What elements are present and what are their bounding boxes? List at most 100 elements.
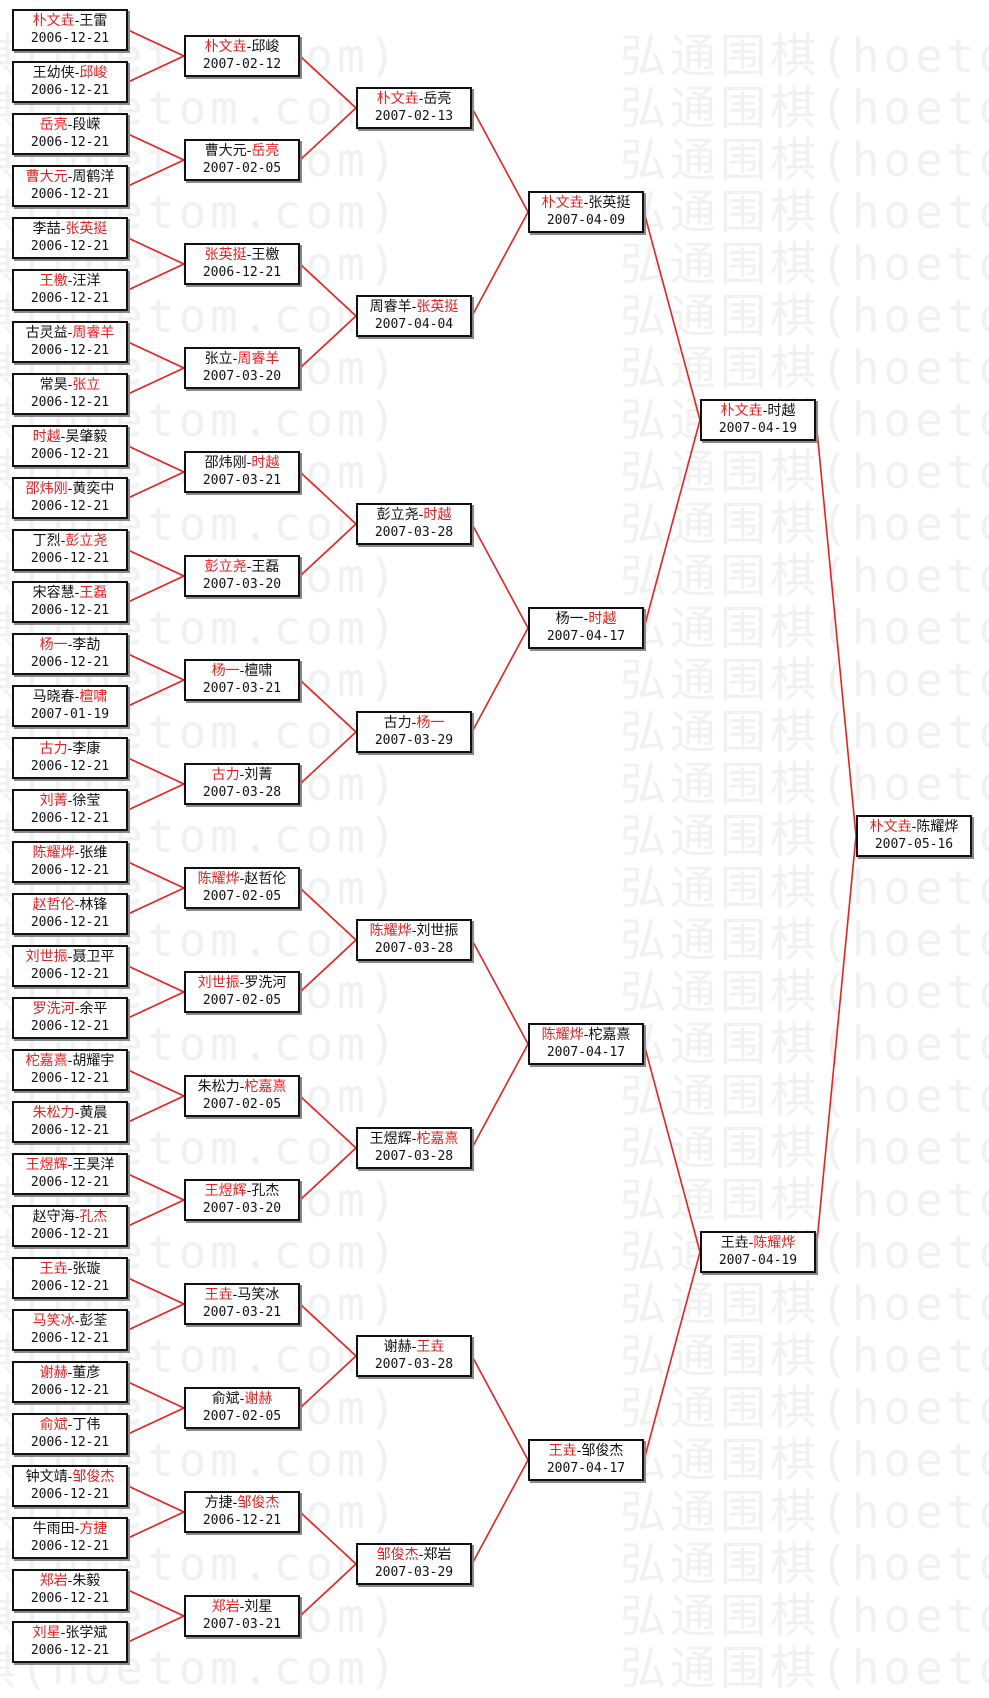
match-date: 2006-12-21	[30, 239, 110, 254]
player-name: 刘世振	[416, 923, 459, 939]
player-name: 马笑冰	[237, 1287, 280, 1303]
match-date: 2006-12-21	[30, 499, 110, 514]
match-date: 2007-03-28	[202, 785, 282, 800]
connector-line	[127, 237, 185, 265]
match-players: 朴文垚-张英挺	[530, 194, 642, 213]
connector-line	[471, 523, 529, 629]
connector-line	[127, 887, 185, 915]
winner-name: 柁嘉熹	[25, 1053, 68, 1069]
player-name: 王雷	[79, 13, 108, 29]
winner-name: 邹俊杰	[376, 1547, 419, 1563]
match-players: 谢赫-王垚	[358, 1338, 470, 1357]
match-players: 朴文垚-王雷	[14, 12, 126, 31]
winner-name: 邵炜刚	[25, 481, 68, 497]
player-name: 邹俊杰	[581, 1443, 624, 1459]
match-players: 张立-周睿羊	[186, 350, 298, 369]
versus-dash: -	[576, 1443, 582, 1459]
connector-line	[471, 1355, 529, 1461]
match-date: 2007-03-20	[202, 1201, 282, 1216]
player-name: 杨一	[555, 611, 584, 627]
match-players: 陈耀烨-赵哲伦	[186, 870, 298, 889]
match-date: 2006-12-21	[30, 1175, 110, 1190]
winner-name: 檀啸	[79, 689, 108, 705]
versus-dash: -	[67, 1157, 73, 1173]
player-name: 方捷	[204, 1495, 233, 1511]
connector-line	[127, 653, 185, 681]
player-name: 彭荃	[79, 1313, 108, 1329]
winner-name: 马笑冰	[32, 1313, 75, 1329]
match-date: 2006-12-21	[30, 551, 110, 566]
versus-dash: -	[246, 1183, 252, 1199]
player-name: 时越	[767, 403, 796, 419]
player-name: 罗洗河	[244, 975, 287, 991]
versus-dash: -	[74, 13, 80, 29]
versus-dash: -	[239, 975, 245, 991]
connector-line	[643, 1043, 701, 1253]
player-name: 段嵘	[72, 117, 101, 133]
